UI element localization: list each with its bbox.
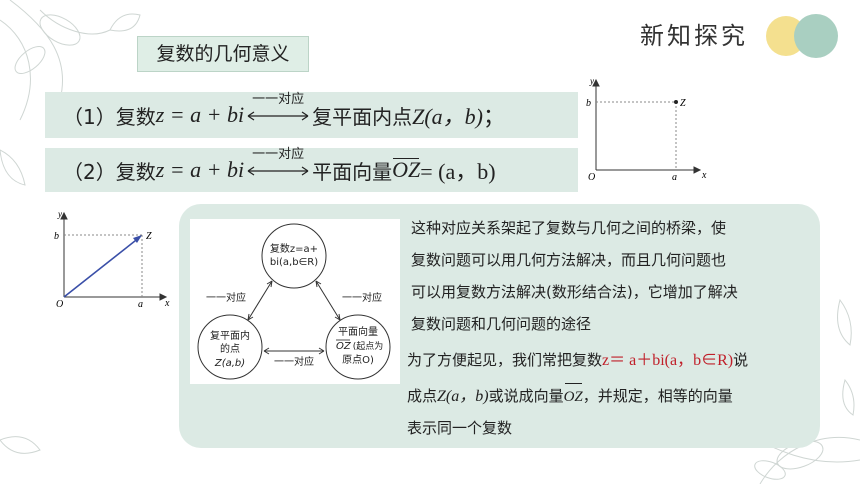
formula1-point: Z(a，b)	[412, 104, 483, 129]
decor-circle-green	[794, 14, 838, 58]
node-point-line3: Z(a,b)	[214, 358, 245, 369]
formula1-rhs-text: 复平面内点	[312, 104, 413, 129]
point-z-label: Z	[680, 98, 686, 109]
tick-a: a	[672, 172, 677, 183]
formula-complex-to-point: （1）复数 z = a + bi 一一对应 复平面内点 Z(a，b) ；	[45, 91, 578, 138]
para1-line1: 这种对应关系架起了复数与几何之间的桥梁，使	[411, 219, 727, 237]
axis-x-label: x	[164, 298, 170, 309]
node-complex-line1: 复数z=a+	[270, 242, 318, 255]
para3-vector: OZ	[564, 381, 583, 413]
para3-text-c: ，并规定，相等的向量	[582, 387, 733, 405]
node-point-line2: 的点	[220, 342, 240, 355]
node-vector-line3: 原点O)	[342, 354, 374, 366]
edge-bottom-label: 一一对应	[274, 355, 314, 368]
para1-line3: 可以用复数方法解决(数形结合法)，它增加了解决	[411, 283, 738, 301]
formula-complex-to-vector: （2）复数 z = a + bi 一一对应 平面向量 OZ = (a，b)	[45, 146, 578, 192]
formula2-vector: OZ	[392, 157, 421, 182]
para3-point: Z(a，b)	[437, 388, 489, 405]
axis-y-label: y	[57, 209, 62, 219]
para2-text-a: 为了方便起见，我们常把复数	[407, 351, 603, 369]
formula1-lhs: z = a + bi	[155, 102, 245, 127]
tick-a: a	[138, 299, 143, 310]
node-vector-line1: 平面向量	[338, 325, 378, 338]
axis-x-label: x	[701, 170, 707, 181]
arrow-label: 一一对应	[252, 91, 305, 106]
origin-label: O	[588, 172, 595, 183]
correspondence-arrow: 一一对应	[246, 146, 310, 181]
formula2-rhs-text: 平面向量	[312, 159, 393, 184]
para1-line4: 复数问题和几何问题的途径	[411, 315, 592, 333]
para3-text-b: 或说成向量	[488, 387, 564, 405]
axis-y-label: y	[589, 76, 594, 86]
correspondence-arrow: 一一对应	[246, 91, 310, 126]
tick-b: b	[54, 231, 59, 242]
tick-b: b	[586, 98, 591, 109]
vector-graph: y x b a O Z	[54, 209, 170, 310]
para2-line3: 表示同一个复数	[407, 419, 513, 437]
node-complex-line2: bi(a,b∈R)	[270, 257, 318, 268]
node-vector-line2: (起点为	[353, 340, 384, 352]
section-title: 复数的几何意义	[137, 36, 309, 72]
edge-right-label: 一一对应	[342, 291, 382, 304]
double-arrow-icon	[247, 111, 309, 121]
para3-text-a: 成点	[407, 387, 438, 405]
edge-left-label: 一一对应	[206, 291, 246, 304]
point-graph: y x b a O Z	[586, 76, 707, 183]
formula1-prefix: （1）复数	[63, 104, 156, 129]
para2-line2: 成点Z(a，b)或说成向量OZ，并规定，相等的向量	[407, 380, 733, 413]
double-arrow-icon	[247, 166, 309, 176]
para2-text-b: 说	[733, 351, 749, 369]
correspondence-diagram: 复数z=a+ bi(a,b∈R) 复平面内 的点 Z(a,b) 平面向量 OZ …	[190, 219, 400, 384]
arrow-label: 一一对应	[252, 146, 305, 161]
para1-line2: 复数问题可以用几何方法解决，而且几何问题也	[411, 251, 727, 269]
point-z-label: Z	[146, 231, 152, 242]
formula2-rhs-eq: = (a，b)	[420, 159, 496, 184]
formula2-prefix: （2）复数	[63, 159, 156, 184]
node-vector-oz: OZ	[336, 341, 352, 352]
complex-definition: z＝ a＋bi(a，b∈R)	[602, 352, 734, 369]
origin-label: O	[56, 299, 63, 310]
node-point-line1: 复平面内	[210, 329, 250, 342]
formula2-lhs: z = a + bi	[155, 157, 245, 182]
brand-title: 新知探究	[640, 22, 748, 50]
para2-line1: 为了方便起见，我们常把复数z＝ a＋bi(a，b∈R)说	[407, 344, 748, 377]
formula1-suffix: ；	[483, 104, 506, 129]
